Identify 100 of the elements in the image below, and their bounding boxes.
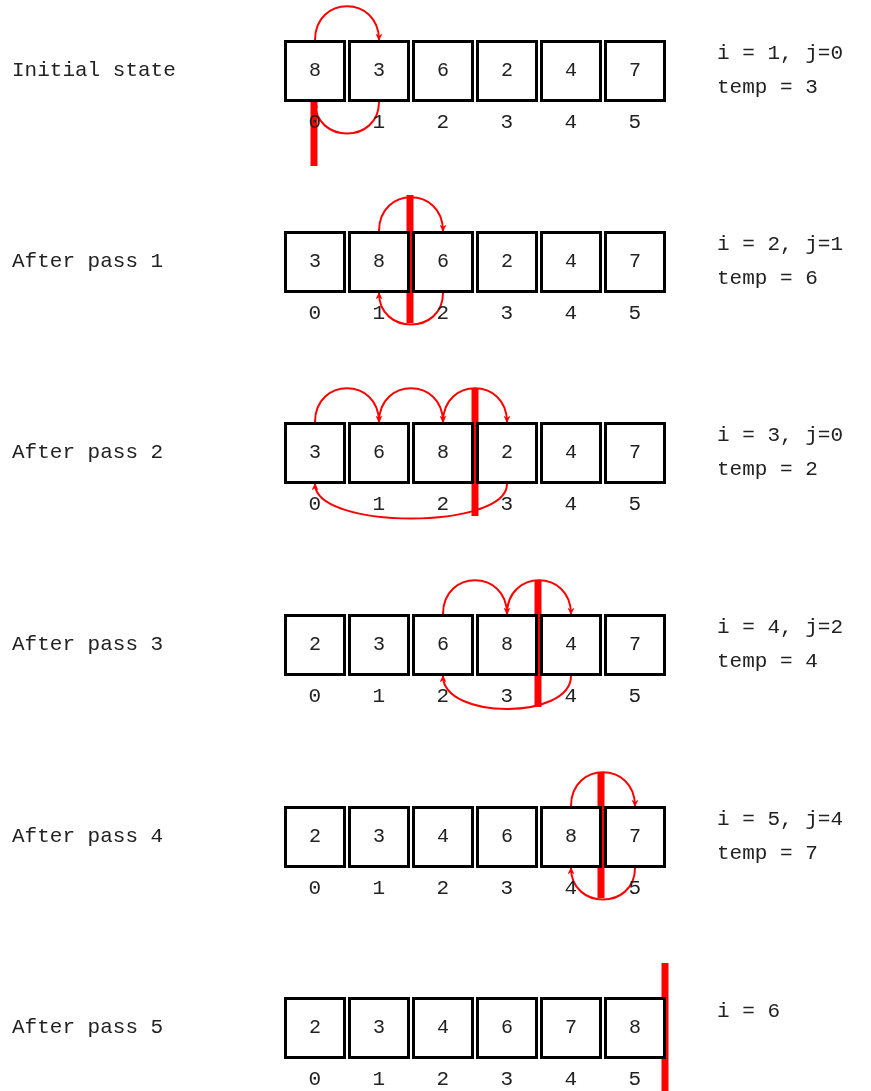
index-number: 3: [500, 111, 514, 135]
index-number: 1: [372, 111, 386, 135]
array-cell: 7: [540, 997, 602, 1059]
curved-arrow: [314, 387, 382, 423]
variable-text: i = 4, j=2: [717, 616, 844, 640]
index-number: 1: [372, 493, 386, 517]
row-label: After pass 5: [12, 1016, 164, 1040]
row-label: After pass 4: [12, 825, 164, 849]
array-cell: 7: [604, 40, 666, 102]
index-number: 2: [436, 685, 450, 709]
index-number: 5: [628, 685, 642, 709]
index-number: 0: [308, 685, 322, 709]
curved-arrow: [442, 387, 510, 423]
array-cell: 4: [412, 806, 474, 868]
array-cell: 8: [284, 40, 346, 102]
curved-arrow: [441, 675, 572, 710]
array-cell: 4: [540, 422, 602, 484]
array-cell: 6: [476, 806, 538, 868]
row-label: Initial state: [12, 59, 176, 83]
array-cell: 2: [284, 806, 346, 868]
index-number: 2: [436, 302, 450, 326]
array-cell: 8: [476, 614, 538, 676]
curved-arrow: [570, 771, 638, 807]
array-cell: 2: [284, 614, 346, 676]
array-cell: 2: [284, 997, 346, 1059]
variable-text: i = 5, j=4: [717, 808, 844, 832]
index-number: 4: [564, 493, 578, 517]
array-cell: 4: [540, 231, 602, 293]
index-number: 5: [628, 877, 642, 901]
index-number: 1: [372, 302, 386, 326]
array-cell: 3: [284, 422, 346, 484]
array-cell: 6: [476, 997, 538, 1059]
array-cell: 8: [604, 997, 666, 1059]
index-number: 5: [628, 302, 642, 326]
index-number: 2: [436, 1068, 450, 1091]
index-number: 0: [308, 302, 322, 326]
row-label: After pass 3: [12, 633, 164, 657]
curved-arrow: [378, 196, 446, 232]
index-number: 1: [372, 877, 386, 901]
array-cell: 6: [412, 40, 474, 102]
curved-arrow: [313, 483, 508, 520]
array-cell: 8: [412, 422, 474, 484]
curved-arrow: [442, 579, 510, 615]
index-number: 5: [628, 1068, 642, 1091]
index-number: 5: [628, 111, 642, 135]
variable-text: temp = 7: [717, 842, 818, 866]
array-cell: 3: [348, 614, 410, 676]
index-number: 4: [564, 111, 578, 135]
index-number: 2: [436, 111, 450, 135]
index-number: 5: [628, 493, 642, 517]
array-cell: 8: [348, 231, 410, 293]
array-cell: 7: [604, 422, 666, 484]
curved-arrow: [568, 867, 636, 901]
index-number: 3: [500, 877, 514, 901]
index-number: 1: [372, 685, 386, 709]
variable-text: i = 2, j=1: [717, 233, 844, 257]
curved-arrow: [376, 292, 444, 326]
curved-arrow: [314, 5, 382, 41]
array-cell: 4: [412, 997, 474, 1059]
variable-text: temp = 2: [717, 458, 818, 482]
array-cell: 2: [476, 40, 538, 102]
array-cell: 2: [476, 231, 538, 293]
variable-text: temp = 3: [717, 76, 818, 100]
index-number: 3: [500, 685, 514, 709]
index-number: 4: [564, 685, 578, 709]
index-number: 3: [500, 302, 514, 326]
index-number: 3: [500, 493, 514, 517]
index-number: 0: [308, 1068, 322, 1091]
index-number: 4: [564, 302, 578, 326]
array-cell: 7: [604, 231, 666, 293]
array-cell: 7: [604, 806, 666, 868]
index-number: 0: [308, 493, 322, 517]
variable-text: temp = 6: [717, 267, 818, 291]
array-cell: 6: [412, 231, 474, 293]
index-number: 2: [436, 877, 450, 901]
index-number: 0: [308, 877, 322, 901]
array-cell: 3: [348, 40, 410, 102]
array-cell: 7: [604, 614, 666, 676]
curved-arrow: [378, 387, 446, 423]
index-number: 4: [564, 1068, 578, 1091]
index-number: 2: [436, 493, 450, 517]
array-cell: 2: [476, 422, 538, 484]
array-cell: 4: [540, 614, 602, 676]
row-label: After pass 1: [12, 250, 164, 274]
variable-text: i = 1, j=0: [717, 42, 844, 66]
index-number: 3: [500, 1068, 514, 1091]
array-cell: 3: [348, 997, 410, 1059]
array-cell: 6: [412, 614, 474, 676]
array-cell: 6: [348, 422, 410, 484]
array-cell: 3: [348, 806, 410, 868]
variable-text: i = 3, j=0: [717, 424, 844, 448]
array-cell: 8: [540, 806, 602, 868]
array-cell: 4: [540, 40, 602, 102]
curved-arrow: [506, 579, 574, 615]
index-number: 1: [372, 1068, 386, 1091]
variable-text: temp = 4: [717, 650, 818, 674]
row-label: After pass 2: [12, 441, 164, 465]
index-number: 4: [564, 877, 578, 901]
array-cell: 3: [284, 231, 346, 293]
variable-text: i = 6: [717, 1000, 780, 1024]
